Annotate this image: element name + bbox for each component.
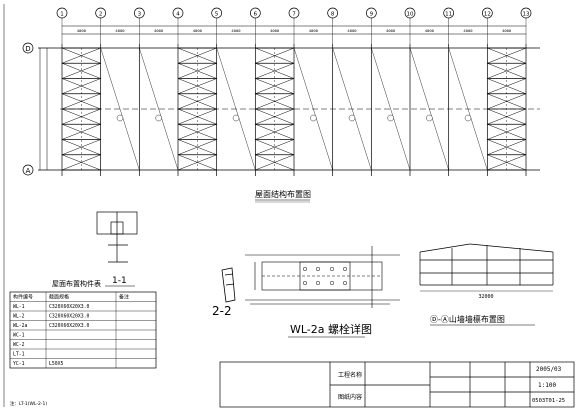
table-cell: C320X60X20X3.0 <box>49 304 90 310</box>
tie-marker <box>310 114 317 122</box>
gable-elevation <box>419 243 554 292</box>
member-table-title: 屋面布置构件表 <box>52 279 101 288</box>
section-2-2-profile <box>221 267 236 303</box>
tie-diagonal <box>293 47 333 171</box>
gable-title: Ⓓ-Ⓐ山墙墙檩布置图 <box>430 314 505 324</box>
axis-label-D: D <box>25 45 30 53</box>
axis-label-col: 12 <box>484 12 491 18</box>
bolt-hole <box>342 266 348 272</box>
bay-dimension: 4000 <box>347 28 357 33</box>
tie-diagonal <box>332 47 372 171</box>
tie-diagonal <box>139 47 179 171</box>
axis-label-col: 6 <box>254 12 258 18</box>
tie-diagonal <box>100 47 140 171</box>
bay-dimension: 4000 <box>270 28 280 33</box>
tb-drawing-label: 图纸内容 <box>338 393 362 401</box>
plan-column-lines <box>61 44 527 176</box>
axis-label-col: 8 <box>331 12 335 18</box>
bay-dimension: 4000 <box>154 28 164 33</box>
axis-label-col: 5 <box>215 12 219 18</box>
plan-bracing-bays <box>61 47 527 171</box>
section-2-2-label: 2-2 <box>212 304 232 318</box>
table-cell: LT-1 <box>13 352 25 358</box>
row-axis-bubbles: D A <box>22 42 34 176</box>
braced-bay <box>487 47 527 171</box>
tie-diagonal <box>371 47 411 171</box>
axis-label-col: 2 <box>99 12 103 18</box>
bolt-hole <box>315 266 321 272</box>
axis-label-col: 7 <box>292 12 296 18</box>
table-header-cell: 截面规格 <box>49 294 69 301</box>
tb-date-value: 2005/03 <box>536 366 562 373</box>
tie-marker <box>155 114 162 122</box>
tie-marker <box>116 114 124 122</box>
table-cell: WL-2a <box>13 323 28 329</box>
detail-title: WL-2a 螺栓详图 <box>290 322 372 336</box>
tb-scale-value: 1:100 <box>538 382 556 389</box>
table-cell: C320X60X20X3.0 <box>49 323 90 329</box>
bay-dimension: 4000 <box>77 28 87 33</box>
member-table-footnote: 注：LT-1(WL-2-1) <box>10 400 47 407</box>
gable-dimension: 32000 <box>478 294 493 300</box>
axis-label-col: 9 <box>370 12 374 18</box>
tie-marker <box>426 114 433 122</box>
bolt-holes <box>302 266 348 286</box>
section-1-1-label: 1-1 <box>112 276 127 286</box>
bay-dimension: 4000 <box>386 28 396 33</box>
tie-diagonal <box>409 47 449 171</box>
bolt-hole <box>329 266 335 272</box>
bolt-detail <box>245 246 400 308</box>
axis-label-col: 4 <box>176 12 180 18</box>
table-cell: WL-1 <box>13 304 25 310</box>
bay-dimension: 4000 <box>115 28 125 33</box>
table-header-cell: 构件编号 <box>13 294 33 301</box>
table-cell: L50X5 <box>49 361 64 367</box>
table-cell: C320X60X20X3.0 <box>49 314 90 320</box>
bay-dimension: 4000 <box>425 28 435 33</box>
bay-dimension: 4000 <box>193 28 203 33</box>
tie-marker <box>232 114 240 122</box>
table-cell: YC-1 <box>13 361 25 367</box>
axis-label-col: 13 <box>523 12 530 18</box>
table-cell: WL-2 <box>13 314 25 320</box>
section-1-1 <box>96 211 138 263</box>
axis-label-A: A <box>26 167 31 175</box>
bolt-hole <box>315 280 321 286</box>
tb-project-label: 工程名称 <box>338 371 362 379</box>
table-cell: WC-1 <box>13 333 25 339</box>
title-block <box>219 361 575 408</box>
tie-marker <box>387 114 394 122</box>
bolt-hole <box>342 280 348 286</box>
axis-label-col: 11 <box>445 12 452 18</box>
bay-dimension: 4000 <box>463 28 473 33</box>
table-cell: WC-2 <box>13 342 25 348</box>
axis-label-col: 10 <box>407 12 414 18</box>
bay-dimension: 4000 <box>231 28 241 33</box>
left-dimension <box>39 48 48 170</box>
tb-number-value: 0503T01-25 <box>532 398 565 404</box>
braced-bay <box>177 47 217 171</box>
bay-dimension: 4000 <box>502 28 512 33</box>
plan-title: 屋面结构布置图 <box>255 189 311 199</box>
tie-marker <box>464 114 472 122</box>
tie-diagonal <box>216 47 256 171</box>
tie-diagonal <box>448 47 488 171</box>
bolt-hole <box>329 280 335 286</box>
top-dimension-line <box>62 25 526 35</box>
bolt-hole <box>302 266 308 272</box>
plan-tie-diagonals <box>100 47 488 171</box>
axis-label-col: 3 <box>138 12 142 18</box>
axis-label-col: 1 <box>60 12 64 18</box>
bolt-hole <box>302 280 308 286</box>
table-header-cell: 备注 <box>119 294 129 301</box>
bay-dimension: 4000 <box>309 28 319 33</box>
braced-bay <box>255 47 295 171</box>
tie-marker <box>348 114 356 122</box>
braced-bay <box>61 47 101 171</box>
